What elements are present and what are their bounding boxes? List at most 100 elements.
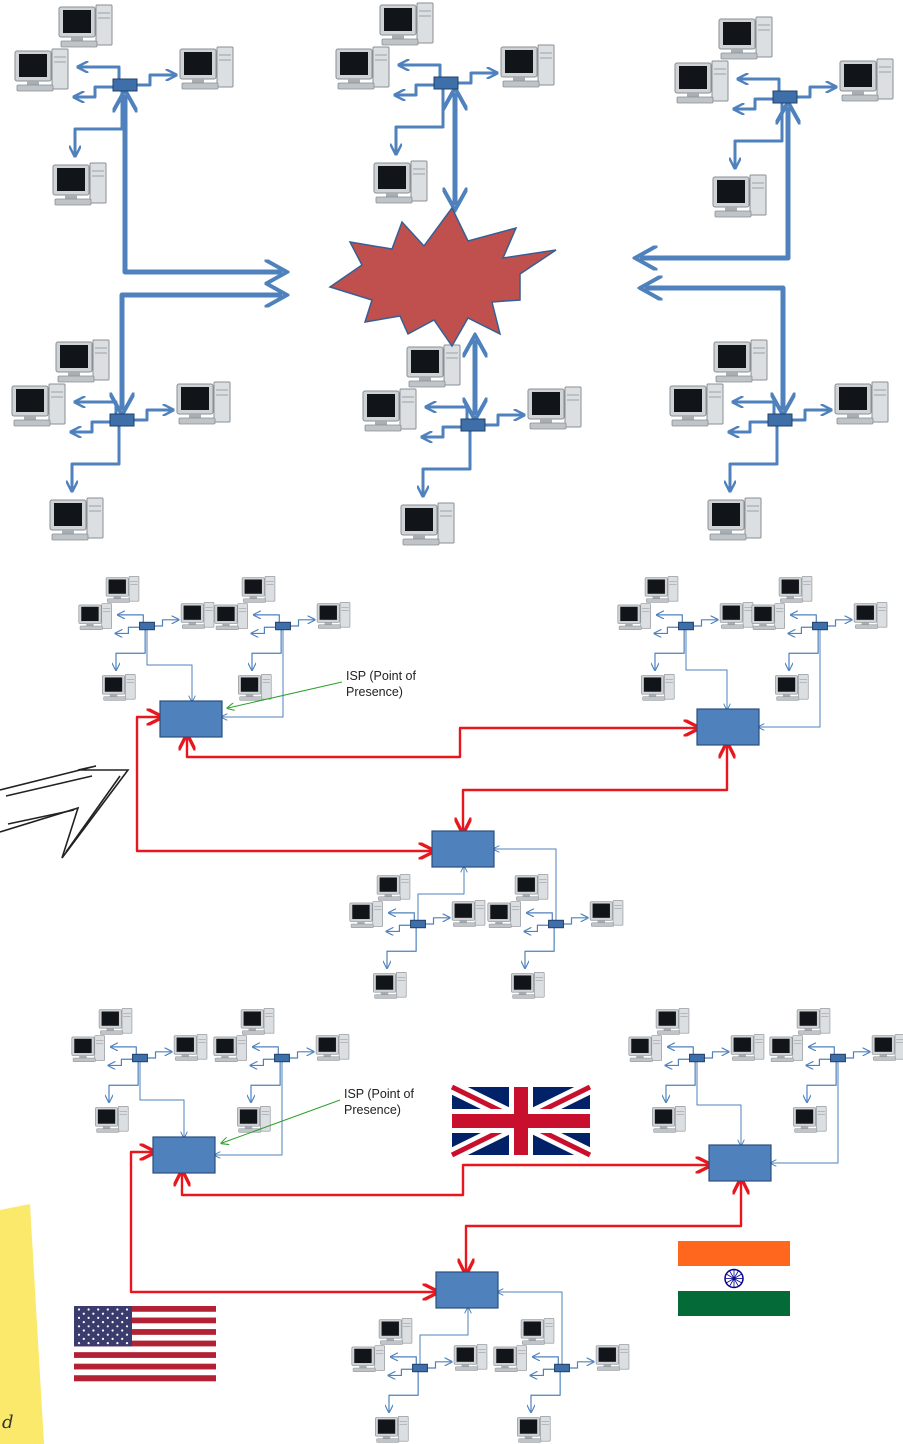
link-top — [657, 615, 682, 623]
link-right — [795, 87, 835, 97]
link-bottom — [666, 1062, 695, 1102]
hub-icon — [461, 419, 485, 431]
computer-icon — [452, 900, 485, 926]
hub-icon — [113, 79, 137, 91]
hub-icon — [275, 1054, 290, 1061]
computer-icon — [720, 602, 753, 628]
link-bottom — [807, 1062, 836, 1102]
hub-icon — [413, 1364, 428, 1371]
link-top — [791, 615, 816, 623]
link-right — [568, 1362, 593, 1368]
link-left — [72, 422, 114, 432]
link-bottom — [730, 426, 777, 490]
hub-icon — [549, 920, 564, 927]
computer-icon — [375, 1416, 408, 1442]
link-right — [483, 415, 523, 425]
uk-flag-icon — [452, 1087, 590, 1155]
link-right — [288, 1052, 313, 1058]
computer-icon — [494, 1346, 527, 1372]
link-top — [734, 402, 774, 415]
computer-icon — [79, 604, 112, 630]
link-right — [426, 1362, 451, 1368]
link-left — [525, 925, 551, 931]
link-left — [396, 85, 438, 95]
computer-icon — [797, 1008, 830, 1034]
link-top — [76, 402, 116, 415]
computer-icon — [835, 382, 888, 424]
link-top — [79, 67, 119, 80]
link-right — [692, 620, 717, 626]
isp-box — [432, 831, 494, 867]
hub-icon — [831, 1054, 846, 1061]
computer-icon — [731, 1034, 764, 1060]
lan-cluster — [770, 1008, 903, 1132]
computer-icon — [596, 1344, 629, 1370]
computer-icon — [238, 674, 271, 700]
hand-drawn-arrow-icon — [0, 766, 128, 858]
computer-icon — [377, 874, 410, 900]
india-flag-icon — [678, 1241, 790, 1316]
computer-icon — [95, 1106, 128, 1132]
hub-icon — [768, 414, 792, 426]
hub-icon — [434, 77, 458, 89]
computer-icon — [363, 389, 416, 431]
link-top — [389, 913, 414, 921]
lan-cluster — [752, 576, 887, 700]
link-left — [423, 427, 465, 437]
isp-label-line1: ISP (Point of — [344, 1087, 414, 1101]
link-left — [789, 627, 815, 633]
link-right — [826, 620, 851, 626]
internet-cloud-icon — [330, 208, 556, 346]
link-left — [807, 1059, 833, 1065]
computer-icon — [72, 1036, 105, 1062]
computer-icon — [177, 382, 230, 424]
link-top — [668, 1047, 693, 1055]
sticky-note: d — [0, 1204, 44, 1444]
link-left — [655, 627, 681, 633]
computer-icon — [872, 1034, 903, 1060]
computer-icon — [675, 61, 728, 103]
hub-icon — [679, 622, 694, 629]
isp-box — [153, 1137, 215, 1173]
isp-backbone-link — [182, 1165, 709, 1195]
link-right — [844, 1052, 869, 1058]
link-left — [116, 627, 142, 633]
lan-cluster — [363, 345, 581, 545]
computer-icon — [793, 1106, 826, 1132]
link-top — [253, 1047, 278, 1055]
computer-icon — [779, 576, 812, 602]
backbone-arrow — [125, 95, 282, 272]
computer-icon — [174, 1034, 207, 1060]
isp-box — [160, 701, 222, 737]
hub-icon — [140, 622, 155, 629]
computer-icon — [752, 604, 785, 630]
isp-label-line2: Presence) — [344, 1103, 401, 1117]
lan-cluster — [72, 1008, 207, 1132]
computer-icon — [401, 503, 454, 545]
computer-icon — [501, 45, 554, 87]
lan-to-isp-link — [686, 630, 727, 709]
computer-icon — [374, 161, 427, 203]
link-right — [135, 75, 175, 85]
link-right — [153, 620, 178, 626]
computer-icon — [214, 1036, 247, 1062]
computer-icon — [181, 602, 214, 628]
link-left — [75, 87, 117, 97]
link-left — [252, 627, 278, 633]
link-top — [391, 1357, 416, 1365]
computer-icon — [641, 674, 674, 700]
lan-to-isp-link — [147, 630, 192, 701]
link-bottom — [531, 1372, 560, 1412]
computer-icon — [515, 874, 548, 900]
isp-box — [436, 1272, 498, 1308]
link-right — [456, 73, 496, 83]
computer-icon — [373, 972, 406, 998]
link-top — [533, 1357, 558, 1365]
computer-icon — [670, 384, 723, 426]
lan-cluster — [79, 576, 214, 700]
computer-icon — [99, 1008, 132, 1034]
section-internet-cloud — [12, 3, 893, 545]
computer-icon — [336, 47, 389, 89]
link-left — [387, 925, 413, 931]
hub-icon — [411, 920, 426, 927]
